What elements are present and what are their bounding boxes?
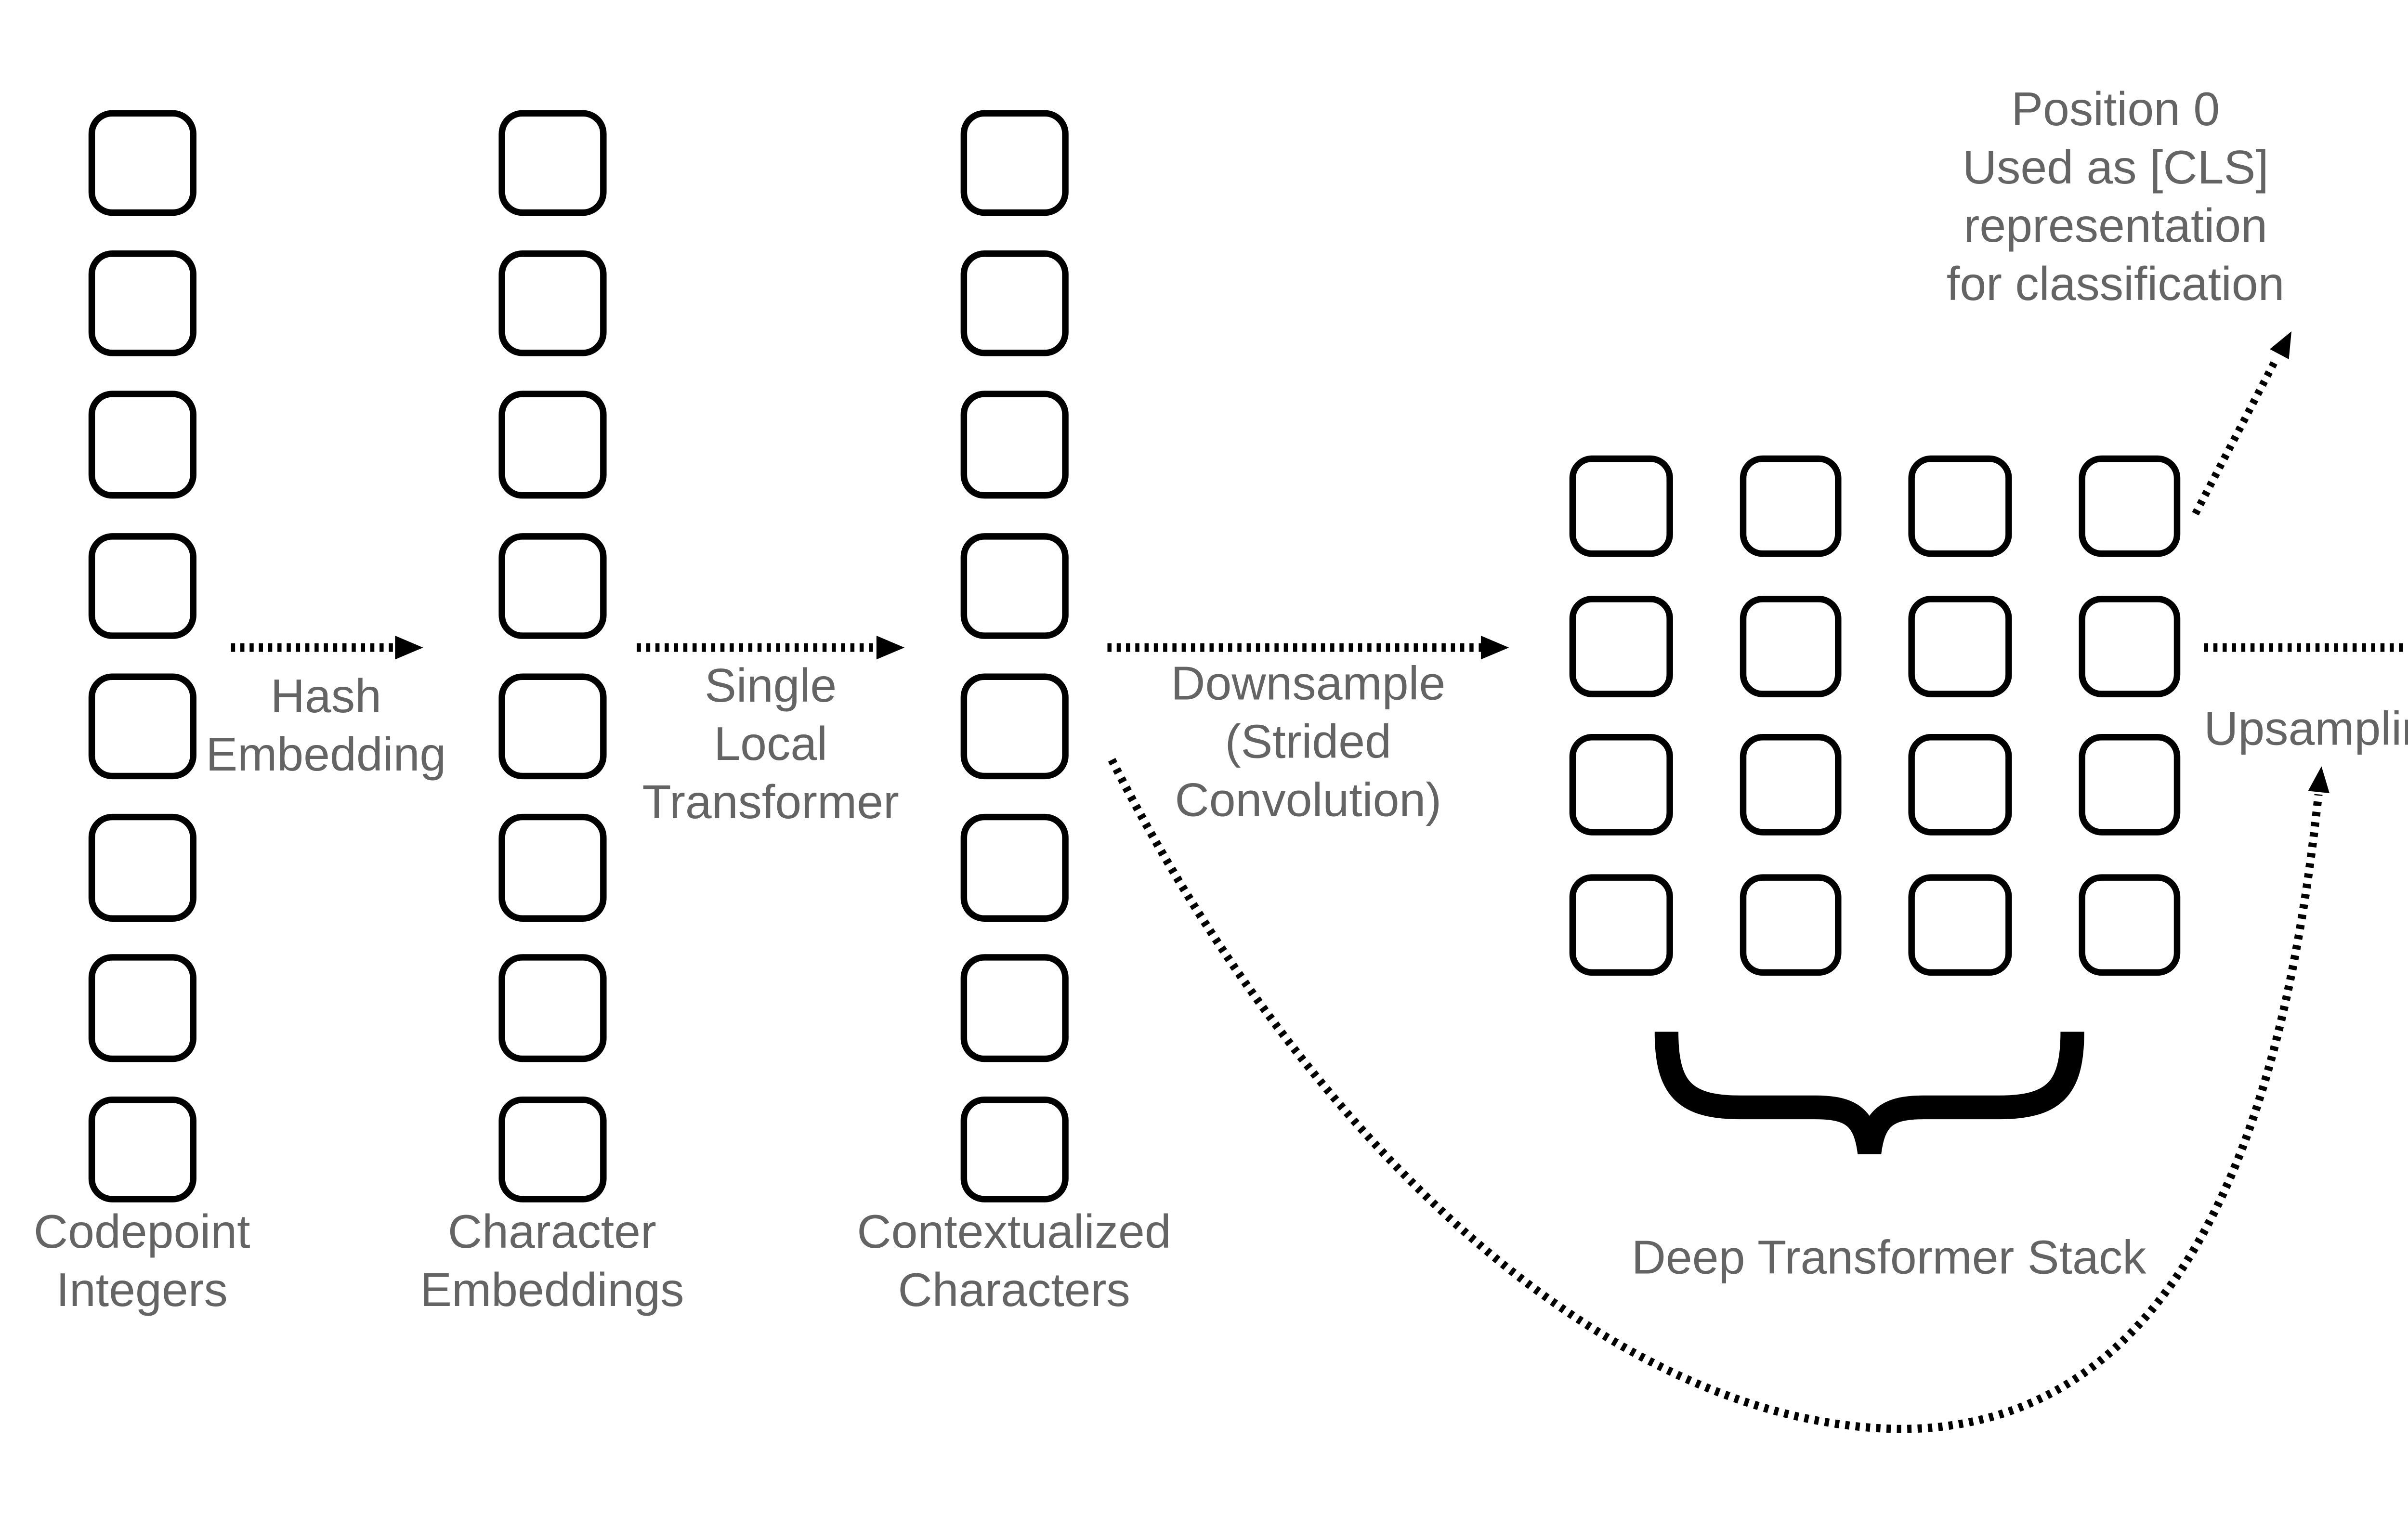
upsampling-arrow-label: Upsampling: [2092, 698, 2408, 757]
cls-arrow-line: [2192, 358, 2279, 516]
cls-note-line: representation: [1963, 197, 2267, 252]
embedding-square: [498, 109, 606, 216]
grid-square: [1739, 455, 1842, 557]
column-label-concatenated: ConcatenatedRepresentations: [2340, 1226, 2408, 1343]
embedding-square: [498, 814, 606, 921]
grid-square: [1569, 873, 1672, 975]
embedding-square: [88, 109, 196, 216]
embedding-square: [498, 391, 606, 498]
embedding-square: [88, 673, 196, 780]
embedding-square: [960, 814, 1068, 921]
local-arrow-label-line: Local: [714, 715, 828, 770]
embedding-square: [498, 954, 606, 1062]
cls-arrow-head: [2270, 331, 2292, 360]
embedding-square: [960, 391, 1068, 498]
column-label-contextualized-line: Characters: [898, 1261, 1130, 1316]
column-label-character-line: Embeddings: [420, 1261, 684, 1316]
column-label-codepoint-line: Integers: [56, 1261, 228, 1316]
column-label-character-line: Character: [447, 1203, 656, 1257]
embedding-square: [960, 532, 1068, 639]
embedding-square: [498, 250, 606, 357]
grid-square: [1569, 734, 1672, 836]
embedding-square: [88, 814, 196, 921]
grid-square: [2078, 455, 2181, 557]
column-label-concatenated-line: Concatenated: [2340, 1226, 2408, 1284]
hash-arrow-head: [395, 636, 423, 660]
embedding-square: [88, 954, 196, 1062]
column-label-concatenated-line: Representations: [2340, 1284, 2408, 1343]
hash-arrow-label-line: Embedding: [206, 726, 446, 781]
embedding-square: [498, 673, 606, 780]
embedding-square: [960, 250, 1068, 357]
grid-square: [1908, 873, 2011, 975]
hash-arrow-label-line: Hash: [270, 668, 381, 722]
cls-note-line: Position 0: [2011, 81, 2220, 135]
local-arrow-head: [876, 636, 905, 660]
cls-note-line: for classification: [1946, 256, 2285, 310]
embedding-square: [88, 391, 196, 498]
residual-connection-arrow-line: [1108, 758, 2323, 1433]
local-arrow-label-line: Transformer: [642, 773, 899, 828]
downsample-arrow-label-line: Downsample: [1171, 655, 1446, 709]
downsample-arrow-label-line: Convolution): [1175, 771, 1442, 826]
grid-square: [1908, 734, 2011, 836]
downsample-arrow-head: [1480, 636, 1509, 660]
grid-square: [1908, 455, 2011, 557]
embedding-square: [88, 250, 196, 357]
embedding-square: [498, 1096, 606, 1203]
local-arrow-label-line: Single: [705, 657, 837, 711]
grid-square: [1908, 594, 2011, 696]
grid-label: Deep Transformer Stack: [1631, 1229, 2146, 1283]
embedding-square: [88, 532, 196, 639]
embedding-square: [960, 673, 1068, 780]
embedding-square: [960, 109, 1068, 216]
grid-square: [2078, 594, 2181, 696]
underbrace: [1654, 1032, 2084, 1155]
cls-note-line: Used as [CLS]: [1962, 139, 2269, 194]
grid-square: [2078, 873, 2181, 975]
upsampling-arrow-label-line: Upsampling: [2204, 700, 2408, 755]
embedding-square: [88, 1096, 196, 1203]
grid-square: [1739, 873, 1842, 975]
grid-square: [1739, 734, 1842, 836]
embedding-square: [960, 954, 1068, 1062]
grid-square: [2078, 734, 2181, 836]
grid-square: [1569, 594, 1672, 696]
column-label-codepoint-line: Codepoint: [33, 1203, 250, 1257]
embedding-square: [960, 1096, 1068, 1203]
downsample-arrow-label-line: (Strided: [1225, 713, 1391, 768]
grid-square: [1739, 594, 1842, 696]
residual-connection-arrow-head: [2308, 766, 2330, 794]
grid-square: [1569, 455, 1672, 557]
column-label-contextualized-line: Contextualized: [857, 1203, 1171, 1257]
embedding-square: [498, 532, 606, 639]
